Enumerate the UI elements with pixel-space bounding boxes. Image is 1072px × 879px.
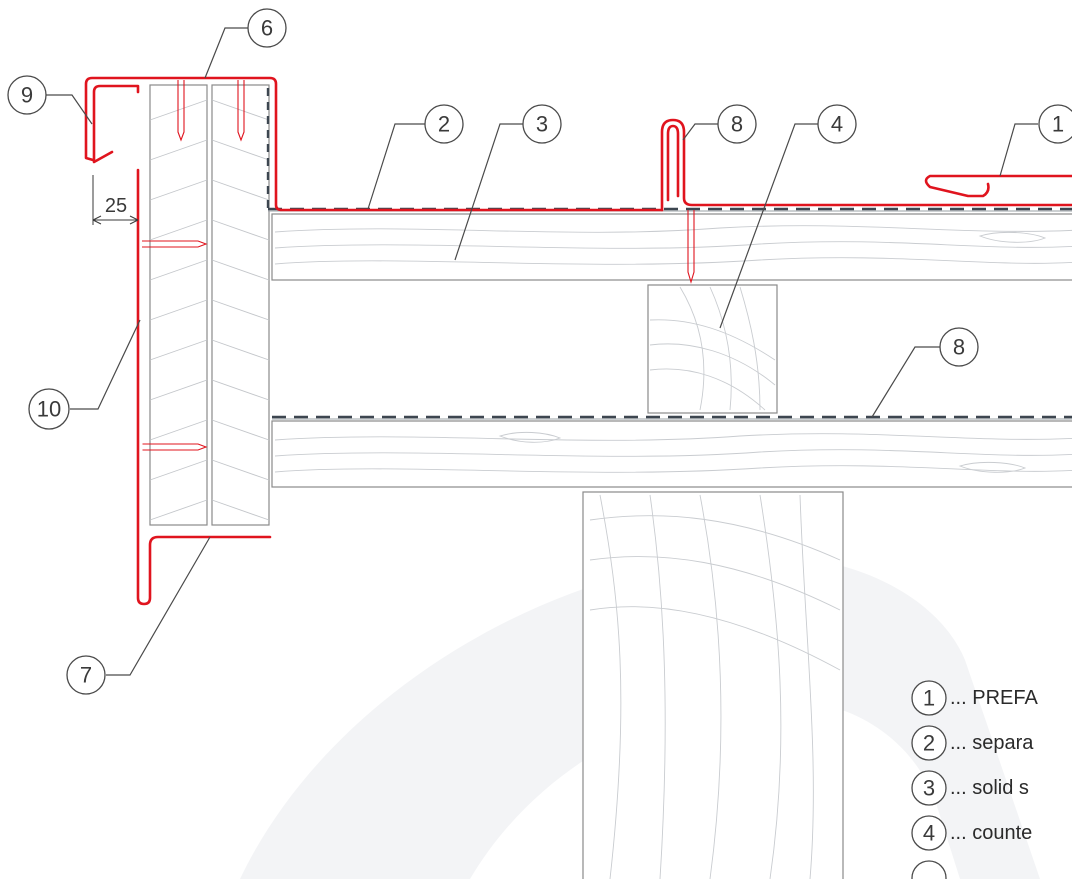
- legend-item-4-text: ... counte: [950, 822, 1032, 844]
- callout-8-upper: 8: [717, 104, 757, 144]
- callout-3-label: 3: [536, 112, 548, 137]
- callout-6: 6: [247, 8, 287, 48]
- callout-1-label: 1: [1052, 112, 1064, 137]
- dimension-label: 25: [105, 195, 127, 217]
- callout-2: 2: [424, 104, 464, 144]
- callout-2-label: 2: [438, 112, 450, 137]
- legend-item-5-partial: [911, 860, 947, 879]
- separation-membrane-lower: [272, 415, 1072, 420]
- legend: 1 ... PREFA 2 ... separa 3 ... solid s 4…: [911, 680, 1038, 879]
- legend-item-1-number: 1: [923, 686, 935, 711]
- callout-3: 3: [522, 104, 562, 144]
- callout-9-label: 9: [21, 83, 33, 108]
- callout-8-lower: 8: [939, 327, 979, 367]
- solid-sheathing-board: [271, 213, 1072, 281]
- legend-item-4: 4 ... counte: [911, 815, 1032, 851]
- legend-item-2-number: 2: [923, 731, 935, 756]
- callout-8-upper-label: 8: [731, 112, 743, 137]
- legend-item-1: 1 ... PREFA: [911, 680, 1038, 716]
- counter-batten: [647, 284, 778, 414]
- nails: [142, 80, 695, 451]
- legend-item-4-number: 4: [923, 821, 935, 846]
- fascia-board-outer: [149, 84, 208, 526]
- callout-7-label: 7: [80, 663, 92, 688]
- fascia-board-inner: [211, 84, 270, 526]
- callout-8-lower-label: 8: [953, 335, 965, 360]
- legend-item-3-text: ... solid s: [950, 777, 1029, 799]
- callout-4-label: 4: [831, 112, 843, 137]
- legend-item-3: 3 ... solid s: [911, 770, 1029, 806]
- callout-9: 9: [7, 75, 47, 115]
- callout-10-label: 10: [37, 397, 61, 422]
- callout-4: 4: [817, 104, 857, 144]
- leader-lines: [46, 27, 1038, 676]
- sheet-metal-coping: [84, 76, 1072, 606]
- rafter-beam: [582, 491, 844, 879]
- legend-item-2-text: ... separa: [950, 732, 1034, 754]
- callout-10: 10: [28, 388, 70, 430]
- callout-6-label: 6: [261, 16, 273, 41]
- callout-7: 7: [66, 655, 106, 695]
- legend-item-1-text: ... PREFA: [950, 687, 1038, 709]
- callout-1: 1: [1038, 104, 1072, 144]
- legend-item-3-number: 3: [923, 776, 935, 801]
- dimension-25: 25: [92, 175, 139, 225]
- legend-item-2: 2 ... separa: [911, 725, 1034, 761]
- lower-board: [271, 420, 1072, 488]
